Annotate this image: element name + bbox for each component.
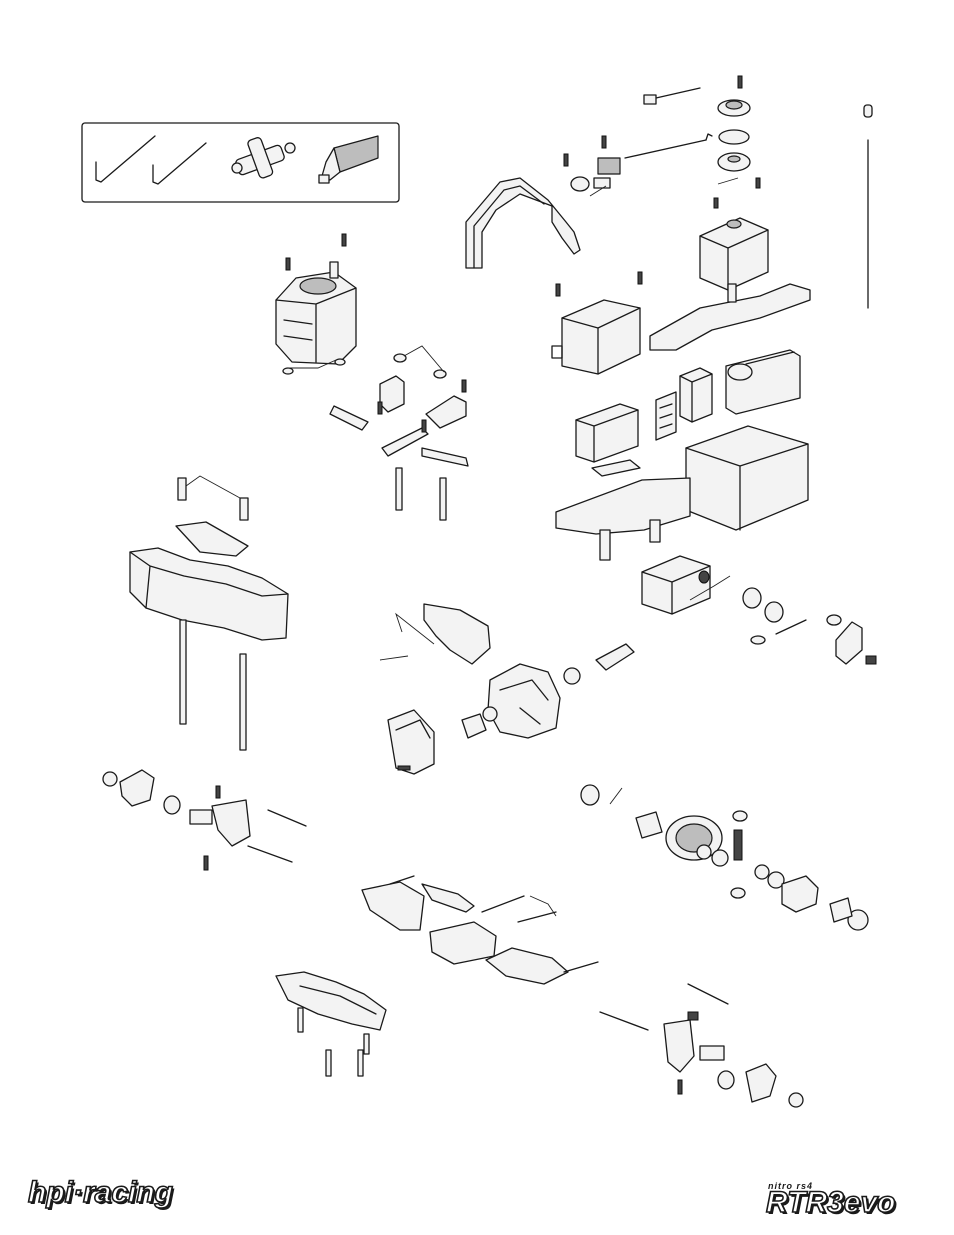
- hex-wrench-short-icon: [152, 142, 207, 185]
- hex-wrench-long-icon: [95, 135, 156, 183]
- switch: [679, 367, 713, 423]
- steering-assembly: [329, 353, 469, 521]
- antenna-tube: [863, 104, 873, 309]
- roll-cage: [465, 177, 581, 269]
- throttle-linkage: [570, 87, 713, 192]
- rtr3evo-logo: RTR3evo: [765, 1185, 896, 1220]
- rear-right-hub: [599, 983, 804, 1108]
- servo-horn-parts: [742, 587, 863, 665]
- leader-lines: [185, 177, 739, 917]
- cross-wrench-icon: [231, 137, 296, 179]
- battery-pack: [725, 349, 801, 415]
- servo-saver-parts: [717, 99, 751, 172]
- nitro-rs4-logo-text: nitro rs4: [768, 1181, 814, 1191]
- servo-top: [699, 217, 769, 291]
- rear-suspension-arms: [361, 875, 599, 985]
- radio-tray-main: [555, 425, 809, 561]
- receiver-box: [551, 299, 641, 375]
- radio-tray-top: [649, 283, 811, 351]
- front-skid-plate: [275, 971, 387, 1077]
- receiver-pad: [591, 459, 641, 477]
- rear-differential: [580, 784, 869, 931]
- front-bumper: [129, 477, 289, 751]
- hpi-racing-logo: hpi·racing: [27, 1175, 174, 1210]
- receiver: [575, 403, 639, 463]
- fuel-tank: [275, 261, 357, 375]
- transmission-housing: [387, 603, 635, 775]
- front-left-hub: [102, 769, 307, 863]
- glue-bottle-icon: [318, 135, 379, 184]
- screws: [203, 75, 877, 1095]
- steering-servo: [641, 555, 711, 615]
- tools-box: [81, 122, 400, 203]
- switch-mount: [655, 391, 677, 441]
